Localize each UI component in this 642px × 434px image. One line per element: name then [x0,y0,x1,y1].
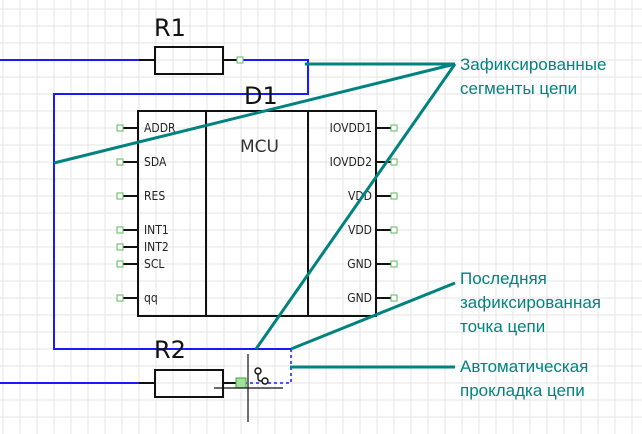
d1-pin-left[interactable]: SCL [116,257,164,271]
r2-ref-label: R2 [154,336,186,364]
svg-text:точка цепи: точка цепи [460,317,545,336]
d1-pin-right[interactable]: GND [347,257,398,271]
pin-end-marker[interactable] [390,124,398,132]
r1-ref-label: R1 [154,14,186,42]
d1-pin-right[interactable]: IOVDD1 [330,121,398,135]
route-cursor-icon [254,367,269,385]
d1-body [137,110,377,317]
d1-pin-label: RES [144,189,165,203]
d1-pin-left[interactable]: qq [116,291,158,305]
net-wires [0,59,309,384]
d1-pin-label: GND [347,257,372,271]
svg-text:зафиксированная: зафиксированная [460,293,601,312]
d1-pin-label: IOVDD2 [330,155,372,169]
svg-text:Зафиксированные: Зафиксированные [460,55,606,74]
d1-pin-label: SDA [144,155,167,169]
annotation-fixed-segments: Зафиксированные сегменты цепи [460,55,606,98]
pin-end-marker[interactable] [116,124,124,132]
pin-end-marker[interactable] [390,158,398,166]
svg-text:Автоматическая: Автоматическая [460,357,588,376]
d1-pin-label: INT1 [144,223,169,237]
d1-pin-label: SCL [144,257,164,271]
resistor-r2[interactable]: R2 [139,336,247,398]
resistor-r1[interactable]: R1 [139,14,244,75]
pin-end-marker[interactable] [390,294,398,302]
pin-end-marker[interactable] [390,192,398,200]
d1-pin-left[interactable]: SDA [116,155,167,169]
d1-pin-label: INT2 [144,240,169,254]
annotation-leaders [53,62,457,369]
pin-end-marker[interactable] [116,158,124,166]
d1-pin-left[interactable]: ADDR [116,121,176,135]
d1-pin-label: VDD [348,223,372,237]
pin-end-marker[interactable] [116,260,124,268]
r2-pin-end-highlighted[interactable] [235,377,247,389]
pin-end-marker[interactable] [116,243,124,251]
d1-pin-label: GND [347,291,372,305]
pin-end-marker[interactable] [116,294,124,302]
pin-end-marker[interactable] [390,226,398,234]
svg-text:Последняя: Последняя [460,269,547,288]
r1-pin-end[interactable] [236,56,244,64]
d1-pin-right[interactable]: GND [347,291,398,305]
d1-pin-left[interactable]: RES [116,189,165,203]
svg-text:прокладка цепи: прокладка цепи [460,381,585,400]
crosshair-cursor [214,354,283,422]
d1-pin-label: qq [144,291,158,305]
wire-auto-route-preview [240,349,292,384]
d1-ref-label: D1 [244,82,278,110]
d1-pin-right[interactable]: IOVDD2 [330,155,398,169]
d1-pin-label: IOVDD1 [330,121,372,135]
pin-end-marker[interactable] [116,226,124,234]
svg-text:сегменты цепи: сегменты цепи [460,79,577,98]
wire-fixed-segment[interactable] [53,59,309,350]
d1-pin-label: ADDR [144,121,176,135]
pin-end-marker[interactable] [390,260,398,268]
d1-pin-right[interactable]: VDD [348,223,398,237]
d1-pin-left[interactable]: INT1 [116,223,169,237]
annotation-auto-routing: Автоматическая прокладка цепи [460,357,588,400]
d1-pin-left[interactable]: INT2 [116,240,169,254]
d1-value-label: MCU [240,137,279,157]
annotation-last-fixed-point: Последняя зафиксированная точка цепи [460,269,601,336]
pin-end-marker[interactable] [116,192,124,200]
